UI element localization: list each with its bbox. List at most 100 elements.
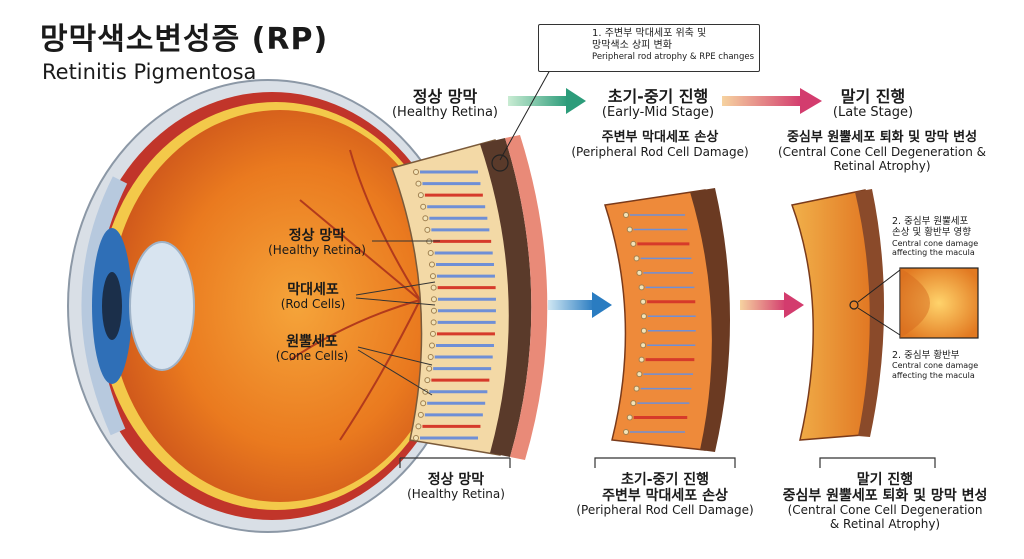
note1-text: 1. 주변부 막대세포 위축 및 망막색소 상피 변화 Peripheral r… (592, 28, 754, 62)
sub-late-en1: (Central Cone Cell Degeneration & (777, 144, 986, 159)
note2-en1: Central cone damage (892, 238, 979, 248)
bottom-mid-ko1: 초기-중기 진행 (621, 472, 709, 488)
arrow-top-1 (508, 88, 586, 114)
cell-nucleus (640, 313, 647, 320)
stage-late-en: (Late Stage) (832, 105, 914, 121)
note1-box (538, 24, 760, 72)
mid-stage-retina-section (604, 188, 730, 452)
cell-nucleus (426, 365, 433, 372)
bracket-healthy (399, 457, 511, 468)
stage-mid-ko: 초기-중기 진행 (607, 87, 709, 106)
eye-label-healthy: 정상 망막 (Healthy Retina) (262, 228, 372, 258)
note1-callout-circle (491, 154, 509, 172)
cell-nucleus (630, 240, 637, 247)
eye-healthy-ko: 정상 망막 (288, 228, 346, 244)
note2-en2: affecting the macula (892, 248, 975, 258)
sub-label-late: 중심부 원뿔세포 퇴화 및 망막 변성 (Central Cone Cell D… (762, 130, 1002, 174)
note2-ko2: 손상 및 황반부 영향 (892, 227, 971, 239)
cell-nucleus (626, 414, 633, 421)
cell-nucleus (430, 307, 437, 314)
eye-rod-ko: 막대세포 (287, 282, 339, 298)
cell-nucleus (413, 169, 419, 175)
stage-healthy-ko: 정상 망막 (412, 87, 478, 106)
eye-label-rod: 막대세포 (Rod Cells) (268, 282, 358, 312)
stage-label-healthy: 정상 망막 (Healthy Retina) (380, 87, 510, 121)
bottom-label-healthy: 정상 망막 (Healthy Retina) (400, 472, 512, 502)
cell-nucleus (422, 215, 429, 222)
cell-nucleus (640, 298, 647, 305)
sub-mid-ko: 주변부 막대세포 손상 (601, 130, 719, 145)
note3-en2: affecting the macula (892, 370, 975, 380)
arrow-mid-2 (740, 292, 804, 318)
cell-nucleus (429, 273, 436, 280)
cell-nucleus (429, 330, 436, 337)
cell-nucleus (417, 192, 424, 199)
note3-en1: Central cone damage (892, 361, 979, 371)
cell-nucleus (633, 255, 640, 262)
bottom-healthy-ko: 정상 망막 (427, 472, 485, 488)
eye-rod-en: (Rod Cells) (280, 297, 346, 312)
cell-nucleus (630, 400, 637, 407)
note1-en: Peripheral rod atrophy & RPE changes (592, 52, 755, 62)
cell-nucleus (428, 261, 435, 268)
cell-nucleus (633, 385, 640, 392)
stage-label-late: 말기 진행 (Late Stage) (808, 87, 938, 121)
cell-nucleus (640, 342, 647, 349)
bottom-mid-en: (Peripheral Rod Cell Damage) (576, 503, 754, 518)
bottom-label-mid: 초기-중기 진행 주변부 막대세포 손상 (Peripheral Rod Cel… (560, 472, 770, 518)
stage-label-mid: 초기-중기 진행 (Early-Mid Stage) (588, 87, 728, 121)
sub-mid-en: (Peripheral Rod Cell Damage) (571, 144, 749, 159)
note3-ko: 2. 중심부 황반부 (892, 350, 960, 361)
bottom-late-ko1: 말기 진행 (856, 472, 914, 488)
eye-label-cone: 원뿔세포 (Cone Cells) (264, 334, 360, 364)
page-subtitle: Retinitis Pigmentosa (42, 60, 257, 84)
bottom-healthy-en: (Healthy Retina) (407, 487, 505, 502)
bracket-mid (594, 457, 736, 468)
leader-cone-a (357, 346, 433, 366)
stage-late-ko: 말기 진행 (840, 87, 906, 106)
bracket-late (819, 457, 936, 468)
page-title: 망막색소변성증 (RP) (40, 22, 329, 57)
cell-nucleus (428, 342, 435, 349)
note1-ko-line1: 1. 주변부 막대세포 위축 및 (592, 28, 707, 39)
healthy-retina-section (391, 135, 548, 460)
arrow-mid-1 (548, 292, 612, 318)
eye-cone-en: (Cone Cells) (275, 349, 349, 364)
late-stage-retina-section (790, 189, 901, 441)
note1-ko-line2: 망막색소 상피 변화 (592, 40, 672, 51)
cell-nucleus (420, 203, 427, 210)
sub-label-mid: 주변부 막대세포 손상 (Peripheral Rod Cell Damage) (565, 130, 755, 160)
cell-nucleus (636, 269, 643, 276)
eye-cross-section (67, 79, 469, 533)
cell-nucleus (640, 327, 647, 334)
note3-text: 2. 중심부 황반부 Central cone damage affecting… (892, 350, 1020, 381)
bottom-late-en2: & Retinal Atrophy) (829, 516, 941, 531)
bottom-late-en1: (Central Cone Cell Degeneration (787, 503, 983, 518)
eye-healthy-en: (Healthy Retina) (268, 243, 366, 258)
cell-nucleus (626, 226, 633, 233)
cell-nucleus (430, 296, 437, 303)
leader-cone-b (357, 349, 433, 396)
cell-nucleus (417, 411, 424, 418)
leader-rod-b (355, 297, 436, 306)
cell-nucleus (427, 354, 434, 361)
cell-nucleus (420, 400, 427, 407)
cell-nucleus (430, 319, 437, 326)
sub-late-ko: 중심부 원뿔세포 퇴화 및 망막 변성 (786, 130, 978, 145)
note2-text: 2. 중심부 원뿔세포 손상 및 황반부 영향 Central cone dam… (892, 216, 1020, 258)
arrow-top-2 (722, 88, 822, 114)
bottom-mid-ko2: 주변부 막대세포 손상 (602, 488, 728, 505)
cell-nucleus (623, 212, 629, 218)
bottom-label-late: 말기 진행 중심부 원뿔세포 퇴화 및 망막 변성 (Central Cone … (770, 472, 1000, 532)
cell-nucleus (623, 429, 629, 435)
cell-nucleus (415, 423, 422, 430)
note1-leader-line (499, 69, 551, 161)
cell-nucleus (424, 377, 431, 384)
cell-nucleus (638, 284, 645, 291)
stage-healthy-en: (Healthy Retina) (391, 105, 499, 121)
cell-nucleus (430, 284, 437, 291)
cell-nucleus (638, 356, 645, 363)
note2-ko1: 2. 중심부 원뿔세포 (892, 216, 969, 227)
cell-nucleus (427, 249, 434, 256)
